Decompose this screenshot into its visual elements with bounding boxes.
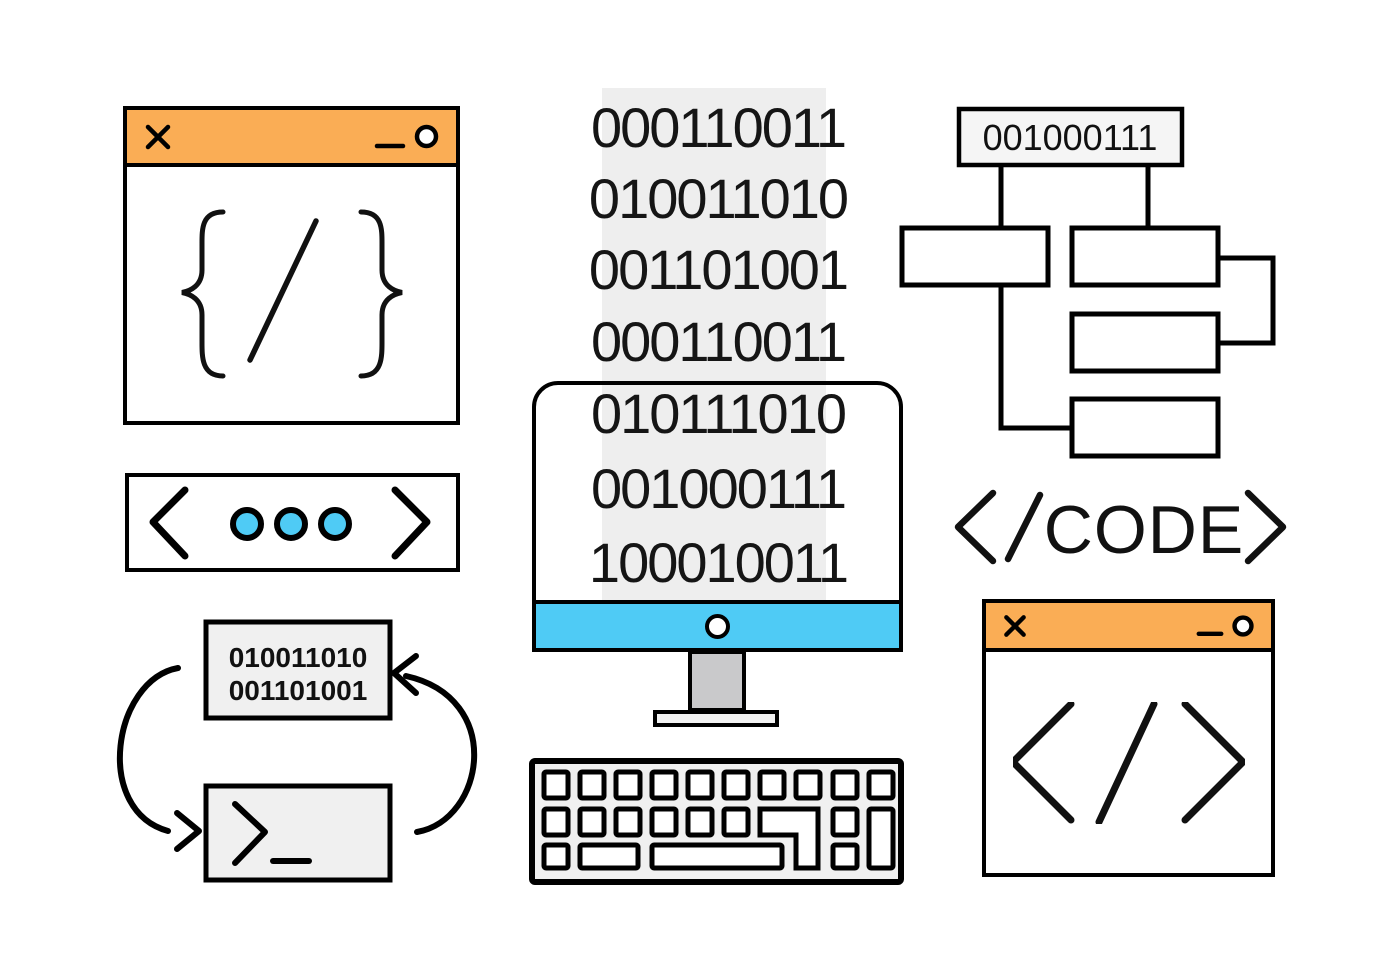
angle-bracket-right-icon: [1181, 701, 1245, 823]
enter-key: [757, 806, 821, 871]
closing-slash: [1004, 491, 1044, 563]
window-titlebar: [127, 110, 456, 167]
binary-strip-background: [602, 88, 826, 600]
terminal-prompt-icon: [232, 801, 312, 866]
pagination-bar: [125, 473, 460, 572]
binary-line: 010111010: [591, 382, 847, 445]
maximize-circle-icon[interactable]: [413, 123, 440, 150]
minimize-icon[interactable]: [374, 122, 406, 152]
code-slash-symbol: [1012, 701, 1245, 824]
binary-loop-diagram: 010011010 001101001: [117, 619, 478, 883]
monitor-bar: [536, 600, 899, 648]
binary-box: [203, 619, 393, 721]
binary-line: 000110011: [591, 310, 847, 373]
close-icon[interactable]: [143, 122, 173, 152]
binary-line: 010011010: [588, 167, 849, 230]
angle-bracket-right-icon: [1244, 489, 1287, 565]
tree-root-box: [956, 106, 1185, 168]
monitor: [532, 381, 903, 652]
code-tag: CODE: [954, 489, 1287, 568]
tall-key: [866, 806, 896, 871]
tree-root-label: 001000111: [983, 117, 1158, 158]
pagination-controls: [149, 486, 431, 560]
tree-child-box: [1069, 225, 1221, 288]
terminal-box: [203, 783, 393, 883]
window-content: [986, 652, 1271, 873]
maximize-circle-icon[interactable]: [1231, 614, 1255, 638]
close-icon[interactable]: [1002, 613, 1028, 639]
angle-bracket-left-icon: [1012, 701, 1074, 823]
carousel-dot[interactable]: [274, 507, 308, 541]
binary-box-line: 010011010: [229, 642, 368, 673]
loop-arrow-right: [403, 673, 478, 835]
window-content: [127, 167, 456, 421]
loop-arrow-left: [117, 665, 181, 834]
binary-tree-diagram: 001000111: [899, 106, 1276, 459]
binary-line: 000110011: [591, 96, 847, 159]
brace-left: [180, 209, 225, 379]
tree-child-box: [899, 225, 1051, 288]
arrowhead-left-icon: [391, 653, 419, 696]
monitor-base: [653, 710, 779, 727]
binary-line: 001000111: [591, 457, 847, 520]
tree-child-box: [1069, 311, 1221, 374]
monitor-stand: [688, 650, 746, 712]
binary-line: 001101001: [588, 238, 849, 301]
window-titlebar: [986, 603, 1271, 652]
window-code-slash: [982, 599, 1275, 877]
tree-child-box: [1069, 396, 1221, 459]
chevron-right-icon[interactable]: [391, 486, 431, 560]
monitor-power-button-icon[interactable]: [705, 613, 730, 639]
keyboard-keys: [541, 769, 896, 871]
angle-bracket-left-icon: [954, 489, 997, 565]
brace-right: [358, 209, 403, 379]
arrowhead-right-icon: [174, 810, 202, 852]
spacebar-key: [649, 842, 785, 871]
tree-connector: [998, 165, 1276, 431]
window-code-braces: [123, 106, 460, 425]
slash: [1095, 701, 1157, 824]
keyboard: [529, 758, 904, 885]
slash: [246, 218, 319, 363]
code-tag-label: CODE: [1044, 492, 1244, 568]
carousel-dot[interactable]: [230, 507, 264, 541]
chevron-left-icon[interactable]: [149, 486, 189, 560]
braces-slash-symbol: [180, 209, 403, 379]
carousel-dot[interactable]: [318, 507, 352, 541]
binary-line: 100010011: [588, 531, 849, 594]
binary-box-line: 001101001: [229, 675, 368, 706]
minimize-icon[interactable]: [1196, 613, 1224, 639]
